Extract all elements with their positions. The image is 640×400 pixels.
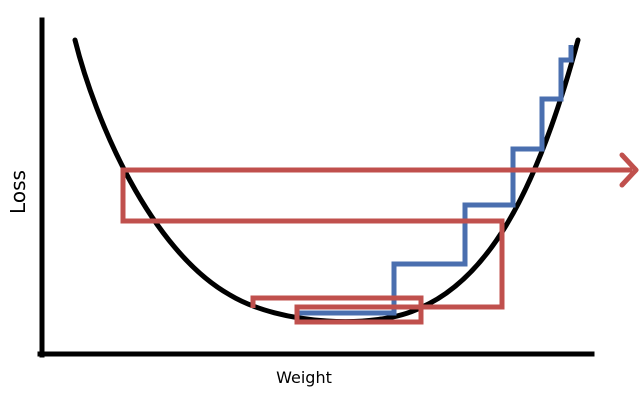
y-axis-label: Loss	[6, 170, 30, 214]
x-axis-label: Weight	[276, 368, 332, 387]
large-learning-rate-path	[120, 167, 632, 325]
divergence-arrowhead	[619, 152, 639, 188]
